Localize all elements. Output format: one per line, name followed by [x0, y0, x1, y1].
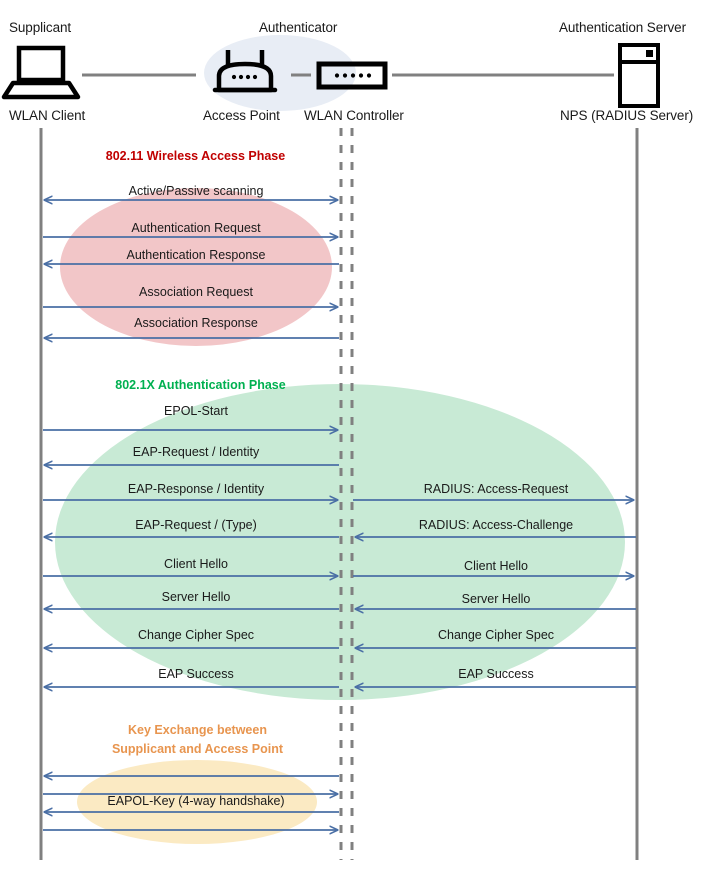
msg-authentication-request-label: Authentication Request	[131, 221, 261, 235]
phase-80211-title: 802.11 Wireless Access Phase	[105, 149, 286, 163]
server-icon	[618, 43, 660, 108]
msg-eap-request-type-label: EAP-Request / (Type)	[135, 518, 257, 532]
msg-client-hello-right-label: Client Hello	[464, 559, 528, 573]
phase-key-exchange-title-line2: Supplicant and Access Point	[111, 742, 284, 756]
wlan-controller-label: WLAN Controller	[304, 108, 404, 123]
msg-radius-access-request-label: RADIUS: Access-Request	[423, 482, 569, 496]
authenticator-group-ellipse	[204, 35, 356, 111]
msg-radius-access-challenge-label: RADIUS: Access-Challenge	[418, 518, 574, 532]
msg-change-cipher-spec-left-label: Change Cipher Spec	[137, 628, 255, 642]
msg-change-cipher-spec-right-label: Change Cipher Spec	[437, 628, 555, 642]
phase-key-exchange-ellipse	[77, 760, 317, 844]
msg-authentication-response-label: Authentication Response	[126, 248, 266, 262]
supplicant-role-label: Supplicant	[9, 20, 72, 35]
msg-client-hello-left-label: Client Hello	[164, 557, 228, 571]
phase-key-exchange-title-line1: Key Exchange between	[128, 723, 267, 737]
eapol-key-handshake-label: EAPOL-Key (4-way handshake)	[107, 794, 285, 808]
msg-eap-request-identity-label: EAP-Request / Identity	[132, 445, 260, 459]
authenticator-role-label: Authenticator	[259, 20, 338, 35]
msg-eap-response-identity-label: EAP-Response / Identity	[127, 482, 265, 496]
nps-radius-server-label: NPS (RADIUS Server)	[560, 108, 694, 123]
msg-eapol-start-label: EPOL-Start	[164, 404, 228, 418]
msg-association-response-label: Association Response	[134, 316, 258, 330]
laptop-icon	[1, 45, 81, 100]
access-point-icon	[212, 50, 278, 93]
access-point-label: Access Point	[203, 108, 280, 123]
msg-association-request-label: Association Request	[139, 285, 253, 299]
phase-8021x-title: 802.1X Authentication Phase	[115, 378, 286, 392]
msg-active-passive-scanning-label: Active/Passive scanning	[128, 184, 264, 198]
authentication-server-role-label: Authentication Server	[559, 20, 686, 35]
msg-server-hello-left-label: Server Hello	[161, 590, 231, 604]
wlan-controller-icon	[316, 61, 388, 90]
wlan-client-label: WLAN Client	[9, 108, 86, 123]
msg-server-hello-right-label: Server Hello	[461, 592, 531, 606]
msg-eap-success-left-label: EAP Success	[158, 667, 234, 681]
msg-eap-success-right-label: EAP Success	[458, 667, 534, 681]
phase-key-exchange-title: Key Exchange between Supplicant and Acce…	[70, 721, 325, 759]
